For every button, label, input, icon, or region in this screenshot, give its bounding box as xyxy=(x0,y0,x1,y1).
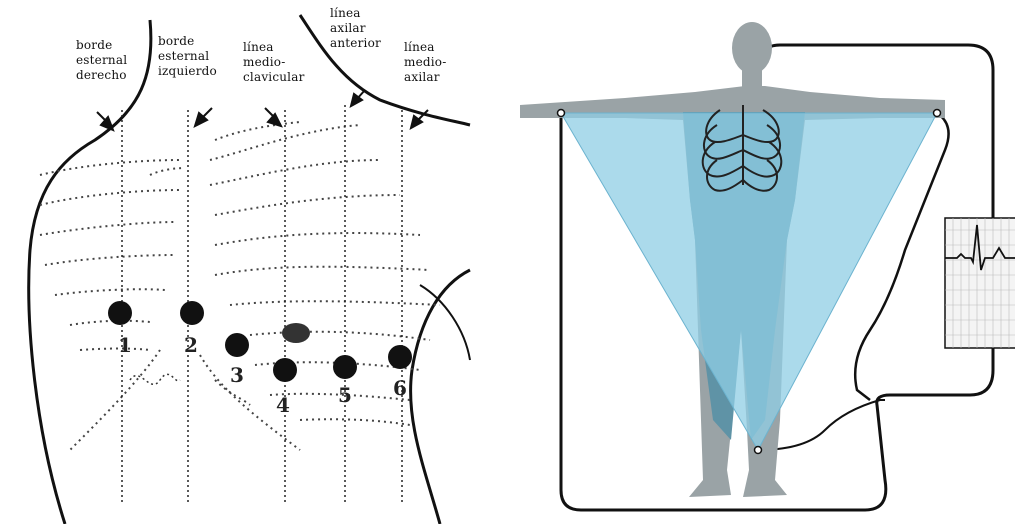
electrode-left-leg xyxy=(755,447,762,454)
electrode-markers xyxy=(108,301,412,382)
label-borde-esternal-izquierdo: borde esternal izquierdo xyxy=(158,34,217,79)
einthoven-triangle-diagram xyxy=(505,0,1015,524)
ecg-strip-icon xyxy=(945,218,1015,348)
electrode-v3 xyxy=(225,333,249,357)
electrode-v1 xyxy=(108,301,132,325)
label-linea-medio-axilar: línea medio- axilar xyxy=(404,40,446,85)
electrode-label-v6: 6 xyxy=(393,376,407,400)
electrode-label-v1: 1 xyxy=(118,333,132,357)
electrode-label-v3: 3 xyxy=(230,363,244,387)
precordial-leads-diagram: borde esternal derecho borde esternal iz… xyxy=(0,0,500,524)
electrode-label-v5: 5 xyxy=(338,383,352,407)
electrode-v6 xyxy=(388,345,412,369)
electrode-right-arm xyxy=(558,110,565,117)
label-linea-axilar-anterior: línea axilar anterior xyxy=(330,6,381,51)
label-linea-medio-clavicular: línea medio- clavicular xyxy=(243,40,305,85)
label-borde-esternal-derecho: borde esternal derecho xyxy=(76,38,127,83)
electrode-v4 xyxy=(273,358,297,382)
electrode-left-arm xyxy=(934,110,941,117)
electrode-v5 xyxy=(333,355,357,379)
einthoven-drawing xyxy=(505,0,1015,524)
electrode-label-v4: 4 xyxy=(276,393,290,417)
electrode-label-v2: 2 xyxy=(184,333,198,357)
electrode-v2 xyxy=(180,301,204,325)
